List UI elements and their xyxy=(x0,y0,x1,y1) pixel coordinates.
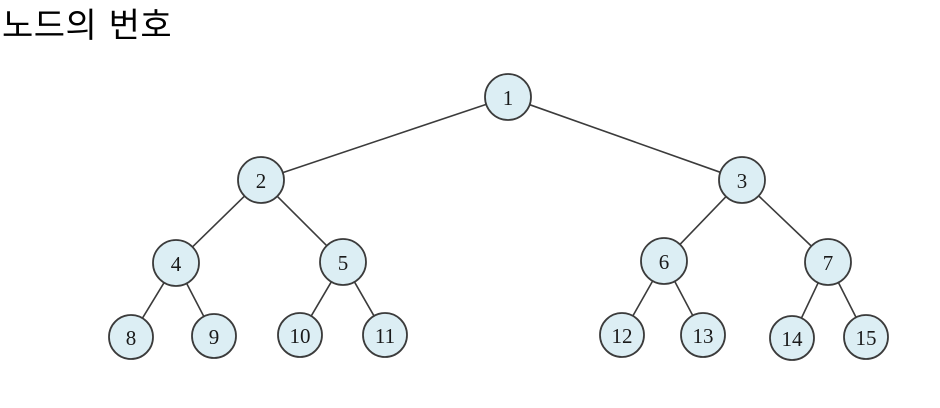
tree-edge-1-2 xyxy=(282,103,487,174)
tree-node-circle-15 xyxy=(843,314,889,360)
tree-edge-4-8 xyxy=(141,282,165,319)
tree-node-circle-13 xyxy=(680,312,726,358)
tree-node-8[interactable]: 8 xyxy=(108,314,154,360)
tree-node-label-10: 10 xyxy=(290,324,311,348)
tree-node-5[interactable]: 5 xyxy=(319,238,367,286)
tree-node-circle-7 xyxy=(804,238,852,286)
tree-node-circle-10 xyxy=(277,312,323,358)
tree-edge-7-15 xyxy=(837,282,857,318)
tree-node-14[interactable]: 14 xyxy=(769,315,815,361)
tree-node-label-2: 2 xyxy=(256,169,267,193)
tree-node-circle-5 xyxy=(319,238,367,286)
tree-node-11[interactable]: 11 xyxy=(362,312,408,358)
tree-edge-3-6 xyxy=(679,196,727,245)
tree-node-label-3: 3 xyxy=(737,169,748,193)
tree-node-2[interactable]: 2 xyxy=(237,156,285,204)
tree-node-label-6: 6 xyxy=(659,250,670,274)
tree-edge-2-5 xyxy=(276,195,328,247)
tree-node-9[interactable]: 9 xyxy=(191,313,237,359)
tree-node-circle-11 xyxy=(362,312,408,358)
tree-edge-2-4 xyxy=(191,195,246,248)
tree-edge-6-12 xyxy=(632,280,654,317)
tree-node-label-4: 4 xyxy=(171,252,182,276)
tree-node-4[interactable]: 4 xyxy=(152,239,200,287)
tree-edge-4-9 xyxy=(185,283,205,317)
tree-edge-1-3 xyxy=(529,103,721,174)
tree-node-circle-12 xyxy=(599,312,645,358)
tree-node-label-15: 15 xyxy=(856,326,877,350)
tree-node-circle-9 xyxy=(191,313,237,359)
tree-node-circle-1 xyxy=(484,73,532,121)
tree-node-label-1: 1 xyxy=(503,86,514,110)
tree-node-circle-4 xyxy=(152,239,200,287)
tree-node-12[interactable]: 12 xyxy=(599,312,645,358)
tree-node-label-12: 12 xyxy=(612,324,633,348)
tree-edge-6-13 xyxy=(674,280,694,316)
tree-node-label-5: 5 xyxy=(338,251,349,275)
tree-edge-5-10 xyxy=(310,281,333,317)
tree-node-13[interactable]: 13 xyxy=(680,312,726,358)
tree-node-label-8: 8 xyxy=(126,326,137,350)
tree-node-10[interactable]: 10 xyxy=(277,312,323,358)
tree-edge-3-7 xyxy=(758,195,812,247)
tree-node-6[interactable]: 6 xyxy=(640,237,688,285)
tree-edge-7-14 xyxy=(800,282,819,319)
tree-node-7[interactable]: 7 xyxy=(804,238,852,286)
tree-node-15[interactable]: 15 xyxy=(843,314,889,360)
page-title: 노드의 번호 xyxy=(2,6,173,46)
tree-node-3[interactable]: 3 xyxy=(718,156,766,204)
tree-node-circle-8 xyxy=(108,314,154,360)
tree-node-circle-3 xyxy=(718,156,766,204)
tree-node-label-13: 13 xyxy=(693,324,714,348)
tree-node-1[interactable]: 1 xyxy=(484,73,532,121)
tree-edge-layer xyxy=(141,103,857,319)
tree-node-circle-6 xyxy=(640,237,688,285)
tree-node-label-11: 11 xyxy=(375,324,395,348)
tree-edge-5-11 xyxy=(353,281,375,317)
tree-node-label-9: 9 xyxy=(209,325,220,349)
tree-node-circle-2 xyxy=(237,156,285,204)
tree-node-circle-14 xyxy=(769,315,815,361)
tree-node-label-14: 14 xyxy=(782,327,804,351)
tree-node-label-7: 7 xyxy=(823,251,834,275)
